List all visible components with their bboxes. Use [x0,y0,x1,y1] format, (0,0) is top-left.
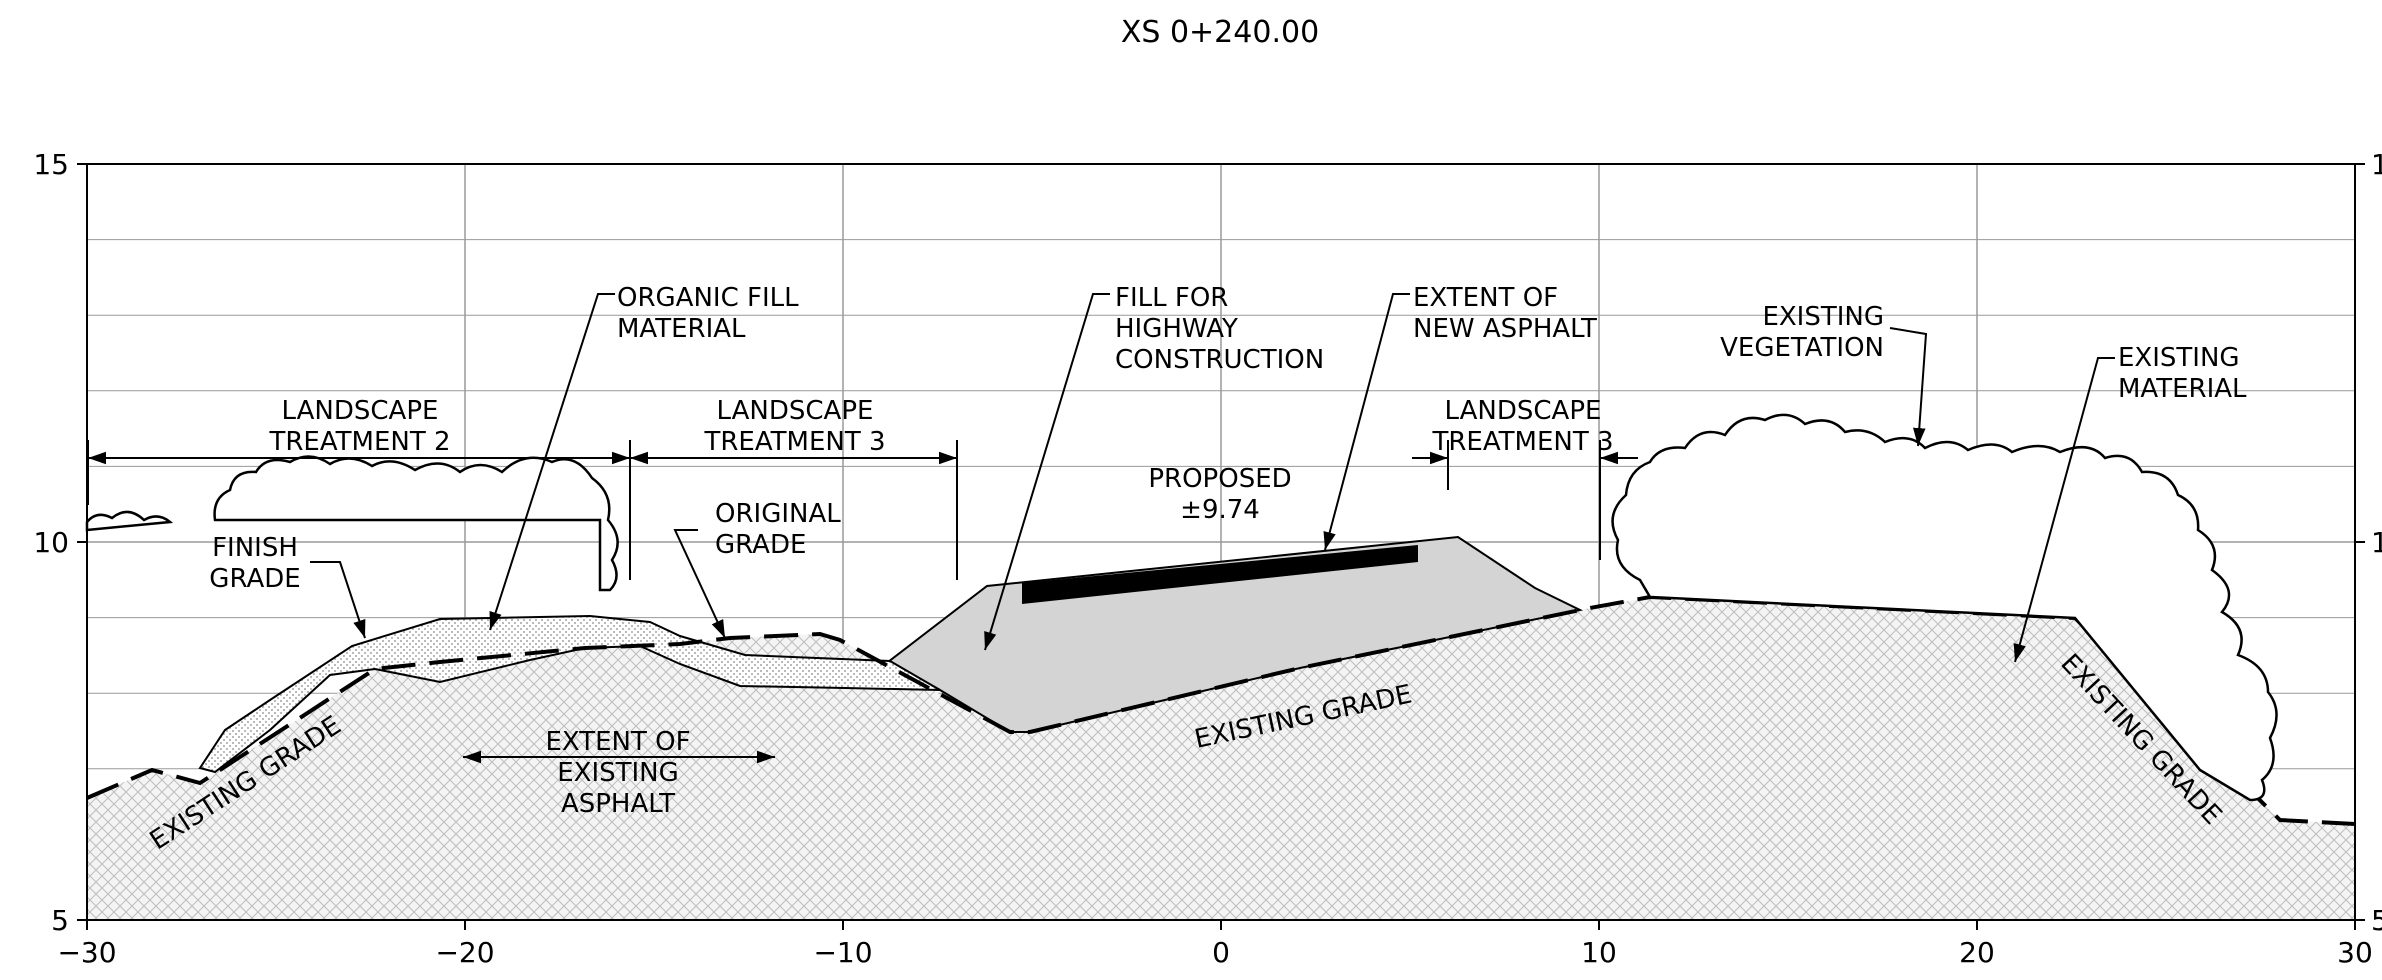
finish-grade-label-line: GRADE [209,564,300,594]
section-title: XS 0+240.00 [1121,15,1319,50]
extent-new-asphalt-label-line: EXTENT OF [1413,283,1558,313]
finish-grade-label-line: FINISH [212,533,298,563]
existing-vegetation-label-line: EXISTING [1762,302,1884,332]
original-grade-label-line: GRADE [715,530,806,560]
landscape-treatment-3-label-line: LANDSCAPE [717,396,874,426]
extent-existing-asphalt-label-line: EXISTING [557,758,679,788]
landscape-treatment-2-label-line: TREATMENT 2 [268,427,450,457]
x-tick-label: −30 [57,936,116,969]
landscape-treatment-3-label-line: TREATMENT 3 [703,427,885,457]
organic-fill-label-line: MATERIAL [617,314,746,344]
y-tick-label-right: 5 [2371,904,2382,937]
dimension-lines [87,440,1638,764]
landscape-treatment-2-label-line: LANDSCAPE [282,396,439,426]
y-tick-label-left: 15 [33,148,69,181]
proposed-elevation-label-line: ±9.74 [1180,495,1260,525]
existing-vegetation [85,413,2278,802]
extent-existing-asphalt-label-line: EXTENT OF [545,727,690,757]
y-tick-label-left: 5 [51,904,69,937]
existing-material-label-line: EXISTING [2118,343,2240,373]
fill-for-highway-label-line: CONSTRUCTION [1115,345,1324,375]
proposed-elevation-label: PROPOSED±9.74 [1148,464,1291,525]
organic-fill-label-line: ORGANIC FILL [617,283,799,313]
x-tick-label: −10 [813,936,872,969]
extent-existing-asphalt-label-line: ASPHALT [561,789,675,819]
fill-for-highway-label-line: HIGHWAY [1115,314,1238,344]
existing-material-area [87,597,2355,920]
original-grade-label-line: ORIGINAL [715,499,841,529]
extent-new-asphalt-label-line: NEW ASPHALT [1413,314,1597,344]
existing-vegetation-label-line: VEGETATION [1720,333,1884,363]
landscape-treatment-3-right-label-line: TREATMENT 3 [1431,427,1613,457]
new-asphalt-bar [1022,545,1418,604]
proposed-elevation-label-line: PROPOSED [1148,464,1291,494]
x-tick-label: 0 [1212,936,1230,969]
x-tick-label: 10 [1581,936,1617,969]
y-tick-label-right: 1 [2371,148,2382,181]
organic-fill-area [198,614,941,774]
leader-lines [310,293,2115,663]
x-tick-label: 20 [1959,936,1995,969]
y-tick-label-left: 10 [33,526,69,559]
existing-grade-line [86,594,2356,826]
landscape-treatment-3-right-label-line: LANDSCAPE [1445,396,1602,426]
x-tick-label: −20 [435,936,494,969]
x-tick-label: 30 [2337,936,2373,969]
existing-material-label-line: MATERIAL [2118,374,2247,404]
y-tick-label-right: 1 [2371,526,2382,559]
fill-for-highway-label-line: FILL FOR [1115,283,1228,313]
